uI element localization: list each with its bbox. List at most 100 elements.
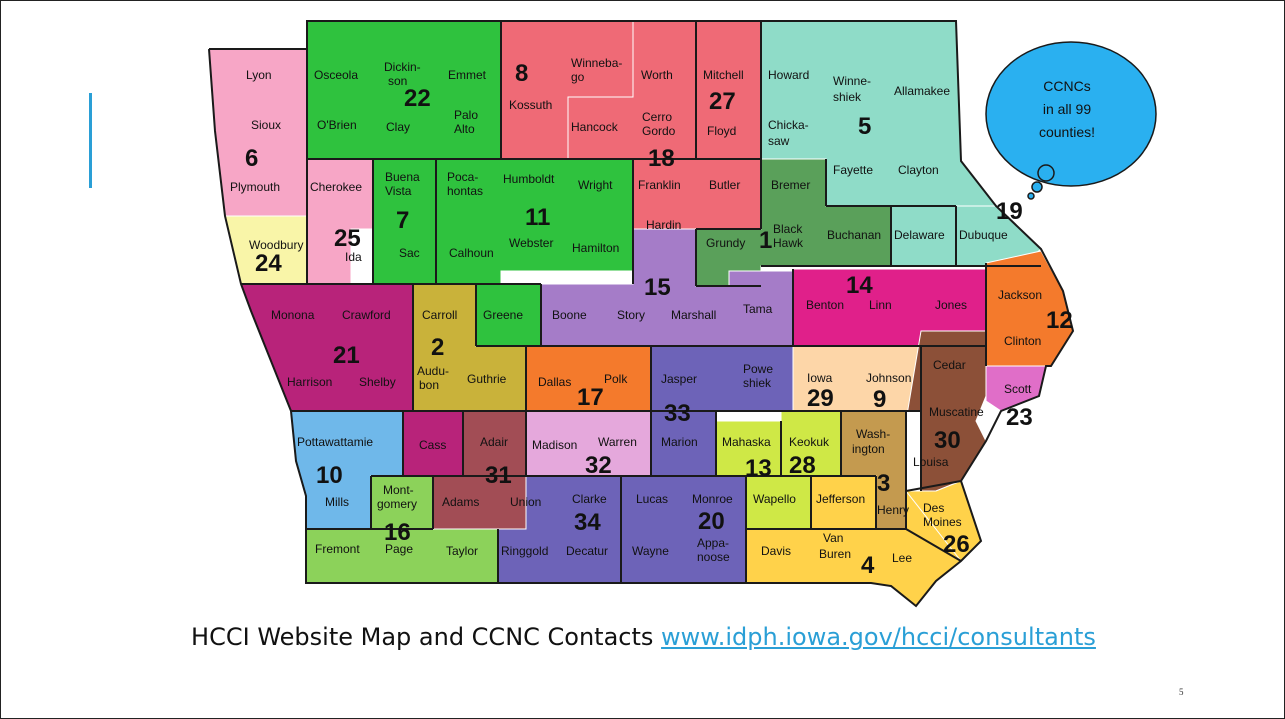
consultants-link[interactable]: www.idph.iowa.gov/hcci/consultants (661, 623, 1096, 651)
county-cerro: Cerro (642, 110, 672, 124)
county-dickinson-2: son (388, 74, 407, 88)
county-dubuque: Dubuque (959, 228, 1008, 242)
county-cass: Cass (419, 438, 446, 452)
county-black: Black (773, 222, 803, 236)
county-hancock: Hancock (571, 120, 619, 134)
region-number-2: 2 (431, 334, 444, 361)
county-montgomery: Mont- (383, 483, 414, 497)
county-greene: Greene (483, 308, 523, 322)
county-ringgold: Ringgold (501, 544, 548, 558)
county-woodbury: Woodbury (249, 238, 303, 252)
county-montgomery-2: gomery (377, 497, 417, 511)
county-madison: Madison (532, 438, 577, 452)
county-bremer: Bremer (771, 178, 810, 192)
county-hamilton: Hamilton (572, 241, 619, 255)
county-vista: Vista (385, 184, 412, 198)
county-adams: Adams (442, 495, 479, 509)
county-clay: Clay (386, 120, 410, 134)
region-number-34: 34 (574, 509, 601, 536)
county-pocahontas: Poca- (447, 170, 478, 184)
county-clarke: Clarke (572, 492, 607, 506)
region-number-28: 28 (789, 452, 816, 479)
county-lee: Lee (892, 551, 912, 565)
county-poweshiek: Powe (743, 362, 773, 376)
county-mitchell: Mitchell (703, 68, 744, 82)
region-number-22: 22 (404, 85, 431, 112)
county-pottawattamie: Pottawattamie (297, 435, 373, 449)
county-taylor: Taylor (446, 544, 478, 558)
county-harrison: Harrison (287, 375, 332, 389)
region-number-11: 11 (525, 204, 550, 231)
county-davis: Davis (761, 544, 791, 558)
county-guthrie: Guthrie (467, 372, 507, 386)
county-henry: Henry (877, 503, 909, 517)
county-chickasaw: Chicka- (768, 118, 809, 132)
page-number: 5 (1179, 687, 1184, 697)
county-humboldt: Humboldt (503, 172, 555, 186)
region-number-31: 31 (485, 462, 512, 489)
county-plymouth: Plymouth (230, 180, 280, 194)
county-adair: Adair (480, 435, 508, 449)
county-alto: Alto (454, 122, 475, 136)
county-howard: Howard (768, 68, 809, 82)
county-jasper: Jasper (661, 372, 697, 386)
county-clayton: Clayton (898, 163, 939, 177)
county-page: Page (385, 542, 413, 556)
region-number-19: 19 (996, 198, 1023, 225)
county-calhoun: Calhoun (449, 246, 494, 260)
county-polk: Polk (604, 372, 628, 386)
county-obrien: O'Brien (317, 118, 357, 132)
region-number-21: 21 (333, 342, 360, 369)
county-webster: Webster (509, 236, 553, 250)
county-floyd: Floyd (707, 124, 736, 138)
county-dallas: Dallas (538, 375, 571, 389)
county-lyon: Lyon (246, 68, 272, 82)
region-number-23: 23 (1006, 404, 1033, 431)
county-franklin: Franklin (638, 178, 681, 192)
county-audubon-2: bon (419, 378, 439, 392)
county-poweshiek-2: shiek (743, 376, 772, 390)
region-number-5: 5 (858, 113, 871, 140)
region-21 (240, 283, 414, 412)
county-kossuth: Kossuth (509, 98, 552, 112)
county-palo: Palo (454, 108, 478, 122)
thought-bubble: CCNCs in all 99 counties! (985, 41, 1157, 200)
county-sac: Sac (399, 246, 420, 260)
county-winneshiek: Winne- (833, 74, 871, 88)
bubble-line-2: in all 99 (1043, 101, 1091, 117)
county-cherokee: Cherokee (310, 180, 362, 194)
region-number-30: 30 (934, 427, 961, 454)
region-25 (306, 158, 374, 285)
county-story: Story (617, 308, 645, 322)
region-number-15: 15 (644, 274, 671, 301)
region-number-20: 20 (698, 508, 725, 535)
county-hardin: Hardin (646, 218, 681, 232)
county-mills: Mills (325, 495, 349, 509)
county-appanoose: Appa- (697, 536, 729, 550)
county-cedar: Cedar (933, 358, 966, 372)
county-winnebago-2: go (571, 70, 585, 84)
county-van-buren: Van (823, 531, 843, 545)
county-grundy: Grundy (706, 236, 745, 250)
county-tama: Tama (743, 302, 773, 316)
region-number-17: 17 (577, 384, 604, 411)
region-number-13: 13 (745, 455, 772, 482)
bubble-line-1: CCNCs (1043, 78, 1090, 94)
region-number-26: 26 (943, 531, 970, 558)
county-keokuk: Keokuk (789, 435, 830, 449)
county-decatur: Decatur (566, 544, 608, 558)
county-washington-2: ington (852, 442, 885, 456)
county-wright: Wright (578, 178, 613, 192)
county-audubon: Audu- (417, 364, 449, 378)
caption-text: HCCI Website Map and CCNC Contacts (191, 623, 662, 651)
region-number-14: 14 (846, 272, 873, 299)
county-des-moines: Des (923, 501, 944, 515)
county-pocahontas-2: hontas (447, 184, 483, 198)
region-number-4: 4 (861, 552, 875, 579)
county-des-moines-2: Moines (923, 515, 962, 529)
county-fayette: Fayette (833, 163, 873, 177)
region-number-24: 24 (255, 250, 282, 277)
county-sioux: Sioux (251, 118, 281, 132)
county-osceola: Osceola (314, 68, 358, 82)
